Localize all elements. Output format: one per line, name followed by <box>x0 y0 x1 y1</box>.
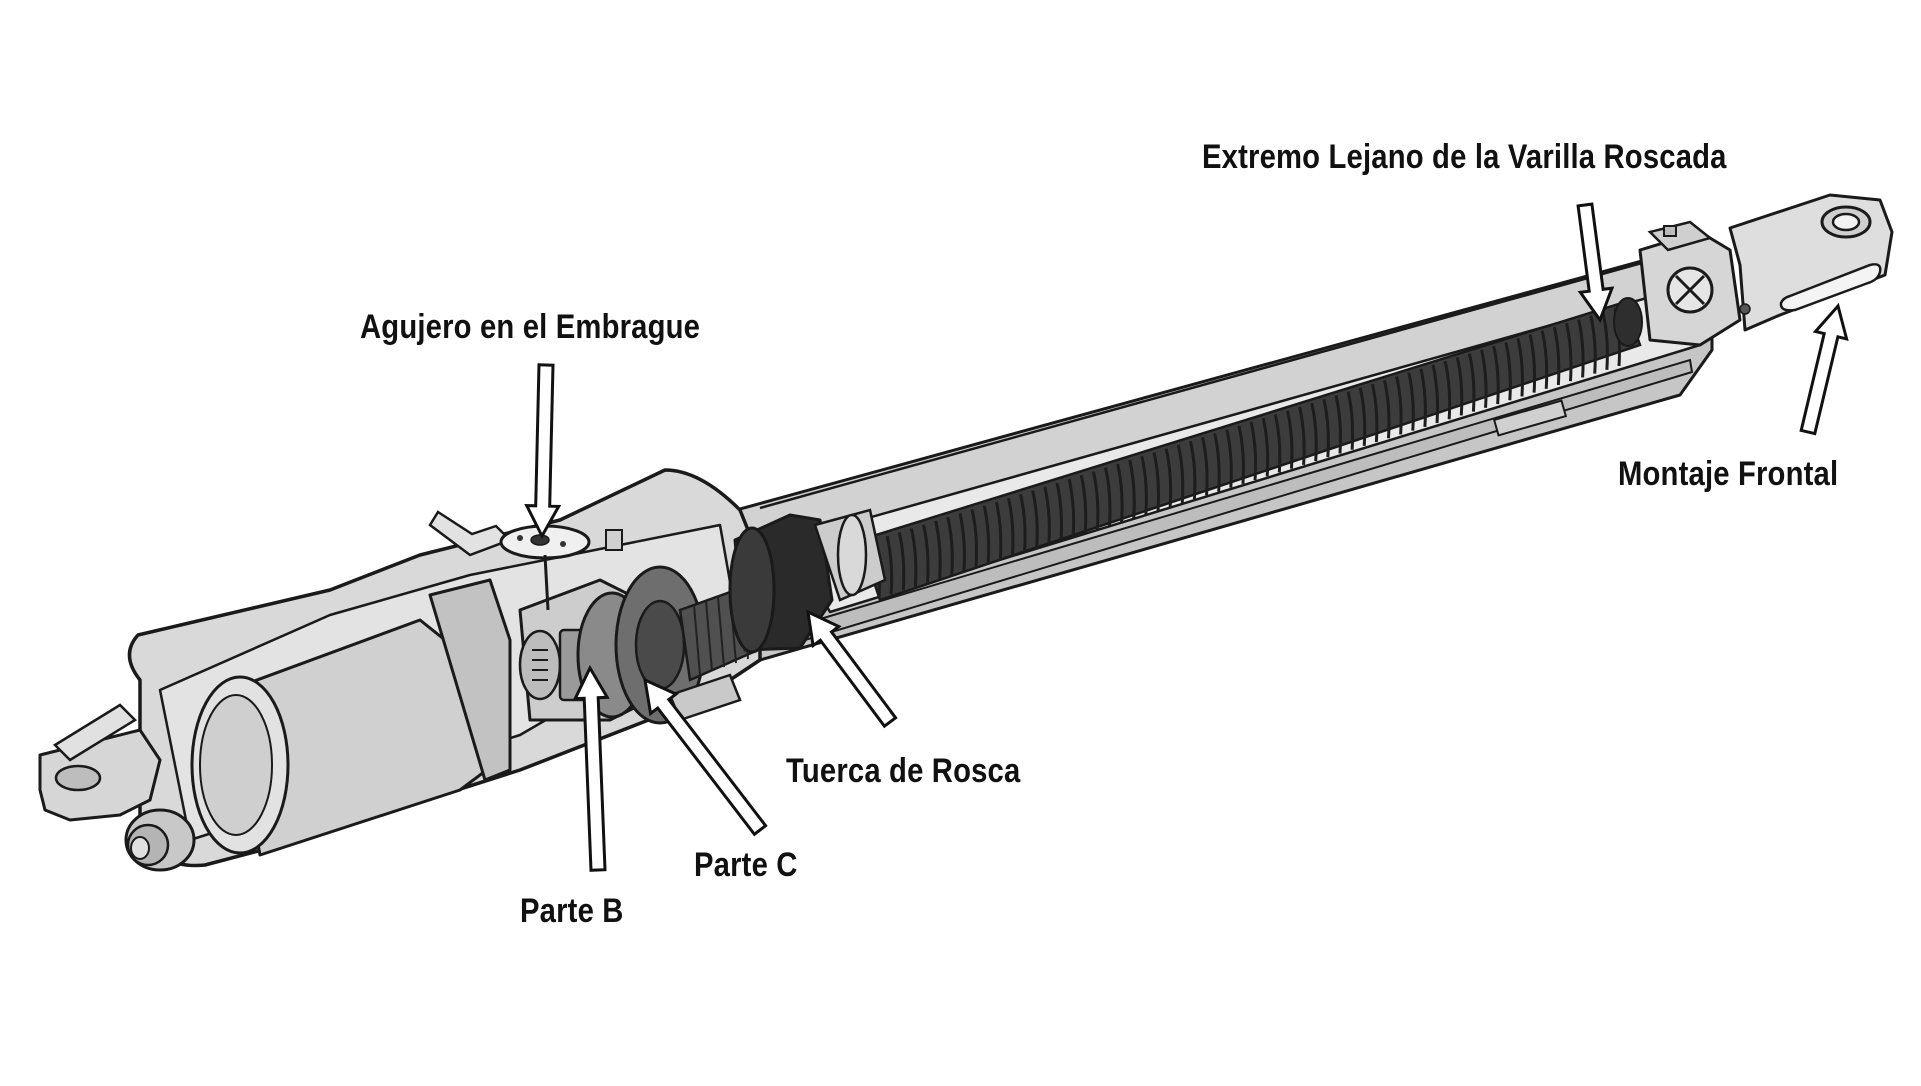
label-far-end-threaded-rod: Extremo Lejano de la Varilla Roscada <box>1202 138 1727 176</box>
label-screw-nut: Tuerca de Rosca <box>786 752 1021 790</box>
rod-thread-line <box>1201 436 1209 496</box>
rod-thread-line <box>1480 349 1488 408</box>
rod-thread-line <box>1019 494 1027 553</box>
rod-thread-line <box>1334 395 1342 454</box>
label-part-c: Parte C <box>694 846 798 884</box>
label-part-b: Parte B <box>520 892 624 930</box>
rod-thread-line <box>1249 421 1258 481</box>
rod-thread-line <box>1104 467 1112 526</box>
rod-thread-line <box>1031 490 1039 549</box>
arrow-screw-nut <box>806 609 898 729</box>
rod-thread-line <box>1540 330 1549 389</box>
rod-thread-line <box>1237 425 1245 484</box>
rod-thread-line <box>970 509 979 568</box>
threaded-rod <box>858 297 1643 602</box>
rod-thread-line <box>1577 319 1585 378</box>
rod-thread-line <box>1285 410 1294 469</box>
arrow-clutch-hole <box>524 363 562 540</box>
rod-thread-line <box>1079 475 1088 534</box>
rod-thread-line <box>1298 406 1306 465</box>
rod-thread-line <box>1552 326 1561 386</box>
rod-thread-line <box>909 528 918 587</box>
rod-thread-line <box>1188 440 1197 500</box>
rod-thread-line <box>1395 376 1403 435</box>
rod-thread-line <box>1225 429 1233 488</box>
rod-thread-line <box>1370 383 1379 443</box>
rod-thread-line <box>1067 478 1076 538</box>
rod-thread-line <box>1140 455 1148 515</box>
rod-thread-line <box>1043 486 1051 545</box>
callout-arrows <box>524 202 1849 872</box>
rod-thread-line <box>946 516 954 576</box>
rod-thread-line <box>1565 322 1573 382</box>
rod-thread-line <box>1407 372 1415 431</box>
arrow-far-end-threaded-rod <box>1576 202 1615 324</box>
label-front-mount: Montaje Frontal <box>1618 455 1839 493</box>
rod-thread-line <box>1516 338 1524 397</box>
rod-thread-line <box>1443 360 1452 420</box>
rod-thread-line <box>1164 448 1173 507</box>
front-mount-clevis <box>1728 193 1894 332</box>
rod-thread-line <box>1176 444 1185 504</box>
rod-thread-line <box>1273 414 1282 473</box>
rod-thread-line <box>1322 398 1330 458</box>
motor <box>190 578 512 857</box>
rod-thread-line <box>1358 387 1367 446</box>
rod-thread-line <box>1601 311 1609 370</box>
rod-thread-line <box>1492 345 1500 405</box>
rod-thread-line <box>922 524 930 583</box>
rod-thread-line <box>897 532 906 591</box>
rod-thread-line <box>1055 482 1063 542</box>
rod-thread-line <box>958 513 966 572</box>
arrow-part-c <box>643 677 768 837</box>
rod-thread-line <box>1589 315 1597 374</box>
rod-thread-line <box>982 505 991 564</box>
rod-thread-line <box>1504 341 1512 401</box>
rod-thread-line <box>1116 463 1124 523</box>
rod-thread-line <box>1346 391 1355 450</box>
rod-thread-line <box>885 535 894 595</box>
rod-thread-line <box>1383 379 1391 439</box>
rod-thread-line <box>1128 459 1136 519</box>
front-end-block <box>1638 220 1742 347</box>
rod-thread-line <box>1261 417 1270 477</box>
rod-thread-line <box>1152 452 1161 511</box>
rod-thread-line <box>1431 364 1440 424</box>
rod-thread-line <box>1528 334 1537 393</box>
clutch-plate <box>428 510 623 611</box>
rod-thread-line <box>1419 368 1427 427</box>
rod-thread-line <box>934 520 942 580</box>
rod-thread-line <box>1455 357 1464 416</box>
label-clutch-hole: Agujero en el Embrague <box>360 308 701 346</box>
rod-thread-line <box>1213 433 1221 492</box>
rod-thread-line <box>994 501 1003 561</box>
rod-thread-line <box>1091 471 1100 530</box>
arrow-part-b <box>572 664 610 872</box>
rod-thread-line <box>1006 497 1015 557</box>
arrow-front-mount <box>1799 302 1849 436</box>
rod-thread-line <box>1467 353 1476 412</box>
rod-thread-line <box>1310 402 1318 462</box>
